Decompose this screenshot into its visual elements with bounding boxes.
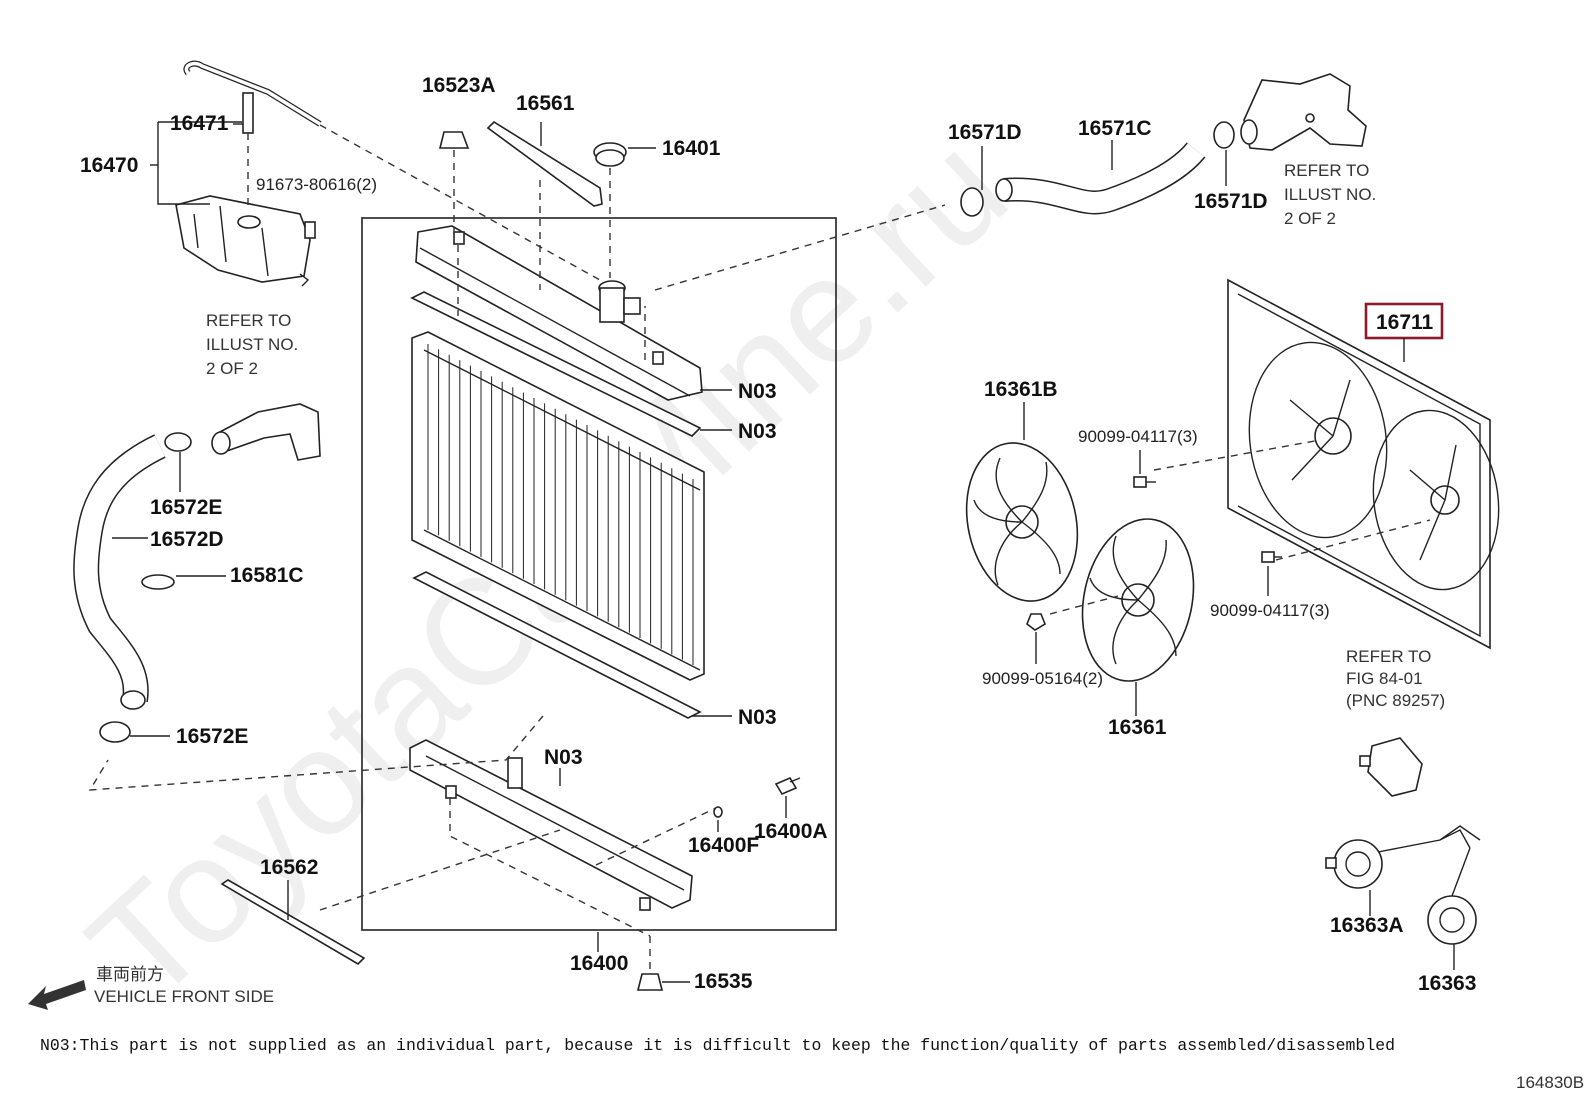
vehicle-front-arrow: [28, 980, 86, 1010]
direction-jp: 車両前方: [96, 965, 164, 984]
label-n03-3[interactable]: N03: [738, 706, 777, 729]
refer-top-right-line3: 2 OF 2: [1284, 209, 1336, 228]
label-16571C[interactable]: 16571C: [1078, 117, 1152, 140]
part-16562[interactable]: [220, 879, 366, 966]
refer-left-line2: ILLUST NO.: [206, 335, 298, 354]
label-n03-1[interactable]: N03: [738, 380, 777, 403]
bolt-90099-04117-lower[interactable]: [1261, 551, 1282, 563]
label-16535[interactable]: 16535: [694, 970, 753, 993]
label-16400F[interactable]: 16400F: [688, 834, 759, 857]
radiator-core[interactable]: [411, 331, 705, 681]
label-16363A[interactable]: 16363A: [1330, 914, 1404, 937]
label-16363[interactable]: 16363: [1418, 972, 1476, 995]
label-16361[interactable]: 16361: [1108, 716, 1167, 739]
water-inlet-pipe[interactable]: [211, 403, 321, 461]
fan-motor-16363A[interactable]: [1325, 839, 1383, 889]
label-90099-04117-upper[interactable]: 90099-04117(3): [1078, 427, 1198, 446]
motor-wiring: [1377, 825, 1481, 897]
lower-gasket: [412, 571, 702, 719]
bolt-90099-04117-upper[interactable]: [1133, 476, 1156, 488]
clamp-16572E-lower[interactable]: [99, 721, 131, 743]
part-16561[interactable]: [486, 120, 603, 207]
label-90099-05164[interactable]: 90099-05164(2): [982, 669, 1103, 688]
part-16401[interactable]: [593, 142, 627, 167]
radiator-upper-tank[interactable]: [415, 225, 703, 401]
label-16401[interactable]: 16401: [662, 137, 721, 160]
diagram-id: 164830B: [1516, 1073, 1584, 1092]
label-16711[interactable]: 16711: [1376, 311, 1434, 334]
label-16361B[interactable]: 16361B: [984, 378, 1058, 401]
label-16400[interactable]: 16400: [570, 952, 628, 975]
part-16400F[interactable]: [713, 806, 723, 818]
refer-top-right-line2: ILLUST NO.: [1284, 185, 1376, 204]
label-n03-2[interactable]: N03: [738, 420, 777, 443]
water-outlet-housing[interactable]: [1240, 73, 1367, 151]
radiator-assembly-frame: [361, 217, 837, 931]
lower-hose-16572D[interactable]: [73, 434, 166, 710]
dash-reservoir-radiator: [319, 124, 601, 281]
clamp-16572E-upper[interactable]: [164, 432, 192, 452]
label-16471[interactable]: 16471: [170, 112, 229, 135]
label-n03-4[interactable]: N03: [544, 746, 583, 769]
refer-fig-line2: FIG 84-01: [1346, 669, 1423, 688]
nut-90099-05164[interactable]: [1026, 613, 1046, 631]
label-16470[interactable]: 16470: [80, 154, 138, 177]
fan-motor-16363[interactable]: [1427, 895, 1477, 945]
fan-resistor[interactable]: [1359, 737, 1423, 797]
fan-16361[interactable]: [1068, 509, 1208, 692]
label-16572E-upper[interactable]: 16572E: [150, 496, 222, 519]
direction-en: VEHICLE FRONT SIDE: [94, 987, 274, 1006]
label-16400A[interactable]: 16400A: [754, 820, 828, 843]
refer-fig-line1: REFER TO: [1346, 647, 1431, 666]
label-16572E-lower[interactable]: 16572E: [176, 725, 248, 748]
refer-fig-line3: (PNC 89257): [1346, 691, 1445, 710]
refer-top-right-line1: REFER TO: [1284, 161, 1369, 180]
label-91673-80616[interactable]: 91673-80616(2): [256, 175, 377, 194]
part-16400A[interactable]: [774, 776, 801, 796]
label-16561[interactable]: 16561: [516, 92, 575, 115]
footnote: N03:This part is not supplied as an indi…: [40, 1037, 1395, 1056]
label-16523A[interactable]: 16523A: [422, 74, 496, 97]
fan-16361B[interactable]: [953, 433, 1092, 612]
label-90099-04117-lower[interactable]: 90099-04117(3): [1210, 601, 1330, 620]
part-16535[interactable]: [636, 973, 664, 991]
refer-left-line3: 2 OF 2: [206, 359, 258, 378]
reservoir-tank[interactable]: [175, 60, 322, 287]
refer-left-line1: REFER TO: [206, 311, 291, 330]
upper-hose-16571C[interactable]: [995, 142, 1206, 215]
clamp-16581C[interactable]: [141, 574, 175, 590]
radiator-lower-tank[interactable]: [409, 739, 693, 911]
label-16562[interactable]: 16562: [260, 856, 318, 879]
label-16571D-right[interactable]: 16571D: [1194, 190, 1268, 213]
fan-shroud-16711[interactable]: [1227, 278, 1510, 650]
upper-gasket: [410, 291, 702, 437]
label-16581C[interactable]: 16581C: [230, 564, 304, 587]
part-16523A[interactable]: [438, 131, 470, 149]
label-16572D[interactable]: 16572D: [150, 528, 224, 551]
clamp-16571D-left[interactable]: [960, 187, 984, 217]
clamp-16571D-right[interactable]: [1213, 121, 1235, 149]
label-16571D-left[interactable]: 16571D: [948, 121, 1022, 144]
